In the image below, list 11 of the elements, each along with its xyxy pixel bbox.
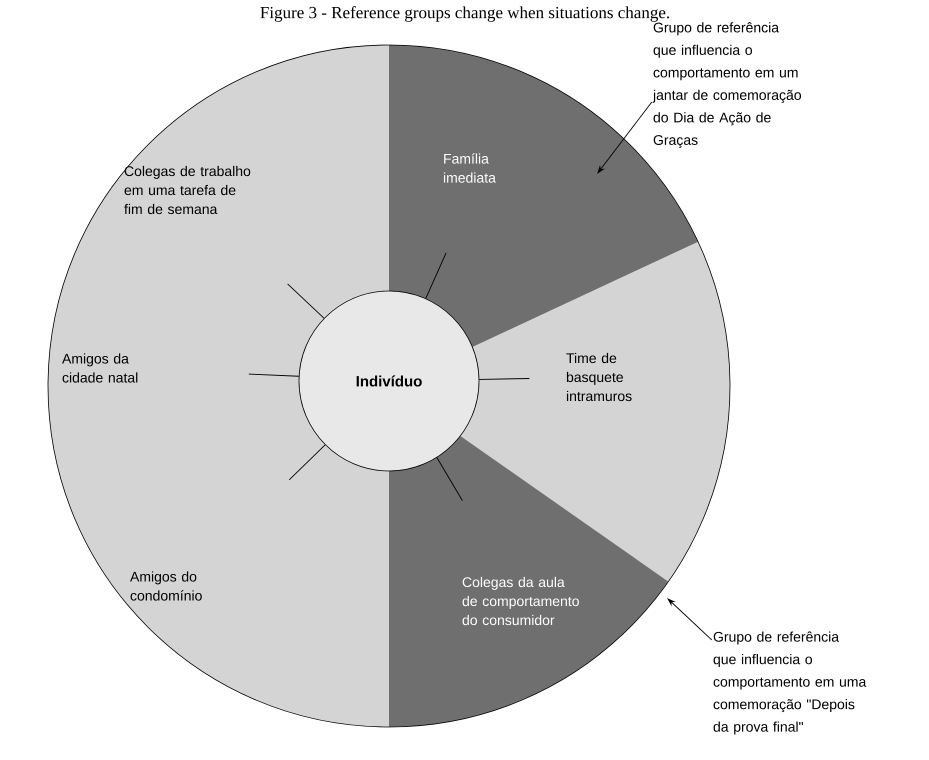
- spoke-line: [436, 457, 463, 502]
- annotation-text: Grupo de referência que influencia o comportamento em uma comemoração "Depois da prova final": [714, 631, 866, 735]
- spoke-line: [288, 444, 326, 480]
- spoke-line: [425, 252, 447, 299]
- group-label: Amigos do condomínio: [130, 571, 202, 601]
- group-label: Amigos da cidade natal: [62, 353, 138, 383]
- title: Figure 3 - Reference groups change when situations change.: [260, 6, 670, 22]
- spoke-line: [248, 374, 300, 377]
- spoke-line: [287, 283, 324, 319]
- group-label: Colegas de trabalho em uma tarefa de fim de semana: [124, 166, 250, 214]
- spoke-line: [478, 378, 530, 380]
